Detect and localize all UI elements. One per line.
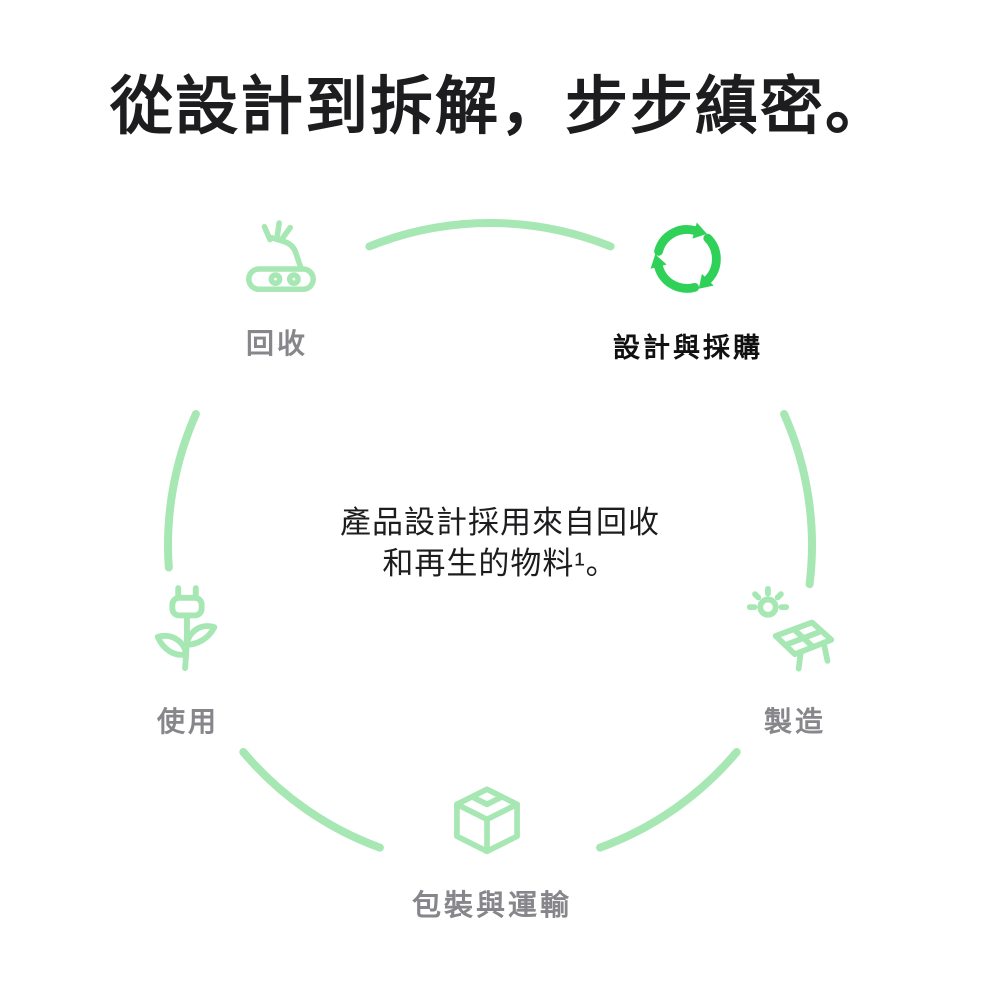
center-caption-line2: 和再生的物料¹。 [382, 546, 618, 581]
arc-use-to-recycling [164, 410, 200, 572]
stage-label-design-sourcing: 設計與採購 [613, 333, 763, 363]
arc-packaging-to-use [239, 748, 384, 852]
plant-plug-icon [146, 584, 228, 682]
recycle-icon [638, 206, 736, 308]
robot-arm-icon [234, 212, 328, 304]
stage-label-manufacturing: 製造 [763, 706, 826, 737]
stage-label-recycling: 回收 [245, 328, 308, 359]
solar-panel-icon [738, 586, 844, 682]
stage-label-packaging-shipping: 包裝與運輸 [411, 890, 572, 922]
package-box-icon [440, 776, 534, 874]
arc-recycling-to-design [365, 219, 615, 251]
center-caption: 產品設計採用來自回收 和再生的物料¹。 [240, 502, 760, 584]
arc-manufacturing-to-packaging [596, 748, 741, 852]
stage-label-use: 使用 [156, 706, 219, 737]
arc-design-to-manufacturing [780, 410, 816, 589]
page-title: 從設計到拆解，步步縝密。 [110, 72, 890, 142]
center-caption-line1: 產品設計採用來自回收 [340, 505, 660, 540]
